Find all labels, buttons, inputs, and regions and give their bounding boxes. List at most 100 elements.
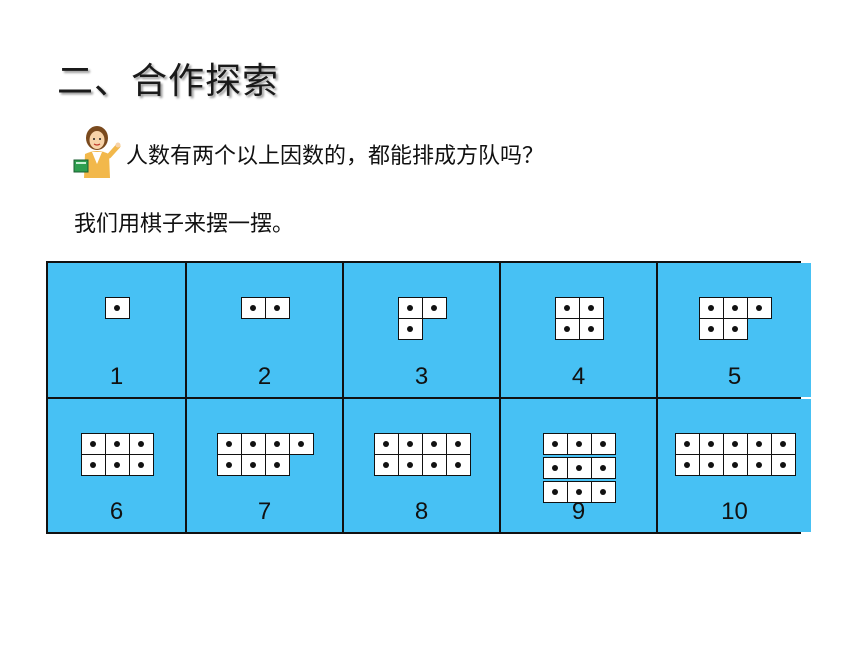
chess-piece xyxy=(250,461,256,468)
chess-arrangement xyxy=(80,432,154,476)
chess-square xyxy=(397,432,423,455)
chess-square xyxy=(128,432,154,455)
chess-row xyxy=(373,432,471,455)
chess-square xyxy=(264,432,290,455)
chess-piece xyxy=(576,488,582,495)
chess-piece xyxy=(780,440,786,447)
chess-arrangement xyxy=(373,432,471,476)
arrangement-cell: 2 xyxy=(187,263,342,397)
chess-piece xyxy=(114,440,120,447)
chess-square xyxy=(421,453,447,476)
arrangement-cell: 7 xyxy=(187,398,342,532)
chess-piece xyxy=(138,461,144,468)
chess-row xyxy=(674,432,796,455)
chess-row xyxy=(698,297,772,319)
chess-row xyxy=(542,432,616,455)
chess-piece xyxy=(114,305,120,311)
chess-arrangement xyxy=(698,297,772,340)
chess-piece xyxy=(732,305,738,311)
chess-piece xyxy=(564,305,570,311)
chess-square xyxy=(698,453,724,476)
arrangement-cell: 3 xyxy=(344,263,499,397)
chess-piece xyxy=(455,461,461,468)
count-label: 8 xyxy=(414,498,429,525)
arrangement-cell: 10 xyxy=(658,398,811,532)
chess-square xyxy=(542,432,568,455)
chess-piece xyxy=(114,461,120,468)
count-label: 9 xyxy=(571,498,586,525)
arrangement-cell: 9 xyxy=(501,398,656,532)
chess-square xyxy=(578,318,604,340)
chess-piece xyxy=(564,326,570,332)
chess-piece xyxy=(226,461,232,468)
chess-piece xyxy=(407,461,413,468)
chess-square xyxy=(264,453,290,476)
chess-piece xyxy=(708,461,714,468)
chess-square xyxy=(746,297,772,319)
chess-square xyxy=(722,297,748,319)
chess-piece xyxy=(407,326,413,332)
chess-row xyxy=(373,453,471,476)
chess-piece xyxy=(407,305,413,311)
chess-square xyxy=(288,432,314,455)
arrangement-cell: 1 xyxy=(48,263,185,397)
chess-piece xyxy=(588,326,594,332)
chess-square xyxy=(216,453,242,476)
chess-piece xyxy=(431,305,437,311)
chess-row xyxy=(554,297,604,319)
count-label: 1 xyxy=(109,362,124,390)
chess-piece xyxy=(732,326,738,332)
chess-piece xyxy=(274,440,280,447)
chess-piece xyxy=(708,305,714,311)
chess-arrangement xyxy=(542,432,616,503)
chess-square xyxy=(80,453,106,476)
chess-square xyxy=(578,297,604,319)
chess-square xyxy=(542,456,568,479)
chess-piece xyxy=(431,461,437,468)
chess-row xyxy=(80,432,154,455)
chess-square xyxy=(770,432,796,455)
question-text: 人数有两个以上因数的，都能排成方队吗？ xyxy=(126,144,545,169)
instruction-text: 我们用棋子来摆一摆。 xyxy=(74,212,295,237)
chess-piece xyxy=(226,440,232,447)
chess-piece xyxy=(250,305,256,311)
chess-piece xyxy=(756,461,762,468)
chess-square xyxy=(722,453,748,476)
chess-square xyxy=(554,297,580,319)
chess-square xyxy=(240,432,266,455)
chess-row xyxy=(216,453,313,476)
chess-piece xyxy=(684,440,690,447)
chess-piece xyxy=(552,464,558,471)
chess-piece xyxy=(138,440,144,447)
chess-square xyxy=(698,432,724,455)
chess-piece xyxy=(588,305,594,311)
chess-square xyxy=(746,453,772,476)
chess-piece xyxy=(383,440,389,447)
chess-piece xyxy=(600,440,606,447)
chess-piece xyxy=(431,440,437,447)
chess-piece xyxy=(708,326,714,332)
chess-row xyxy=(397,297,447,319)
chess-square xyxy=(397,318,423,340)
chess-arrangement xyxy=(216,432,314,476)
chess-arrangement xyxy=(397,297,447,340)
chess-piece xyxy=(90,461,96,468)
chess-square xyxy=(722,432,748,455)
chess-square xyxy=(746,432,772,455)
chess-piece xyxy=(756,440,762,447)
chess-arrangement xyxy=(104,297,130,319)
chess-piece xyxy=(250,440,256,447)
teacher-icon xyxy=(73,126,121,178)
chess-square xyxy=(674,453,700,476)
chess-row xyxy=(216,432,314,455)
chess-square xyxy=(590,432,616,455)
chess-piece xyxy=(90,440,96,447)
arrangement-cell: 6 xyxy=(48,398,185,532)
chess-piece xyxy=(576,440,582,447)
chess-square xyxy=(216,432,242,455)
chess-piece xyxy=(407,440,413,447)
chess-arrangement xyxy=(554,297,604,340)
chess-square xyxy=(421,297,447,319)
chess-piece xyxy=(383,461,389,468)
chess-row xyxy=(80,453,154,476)
